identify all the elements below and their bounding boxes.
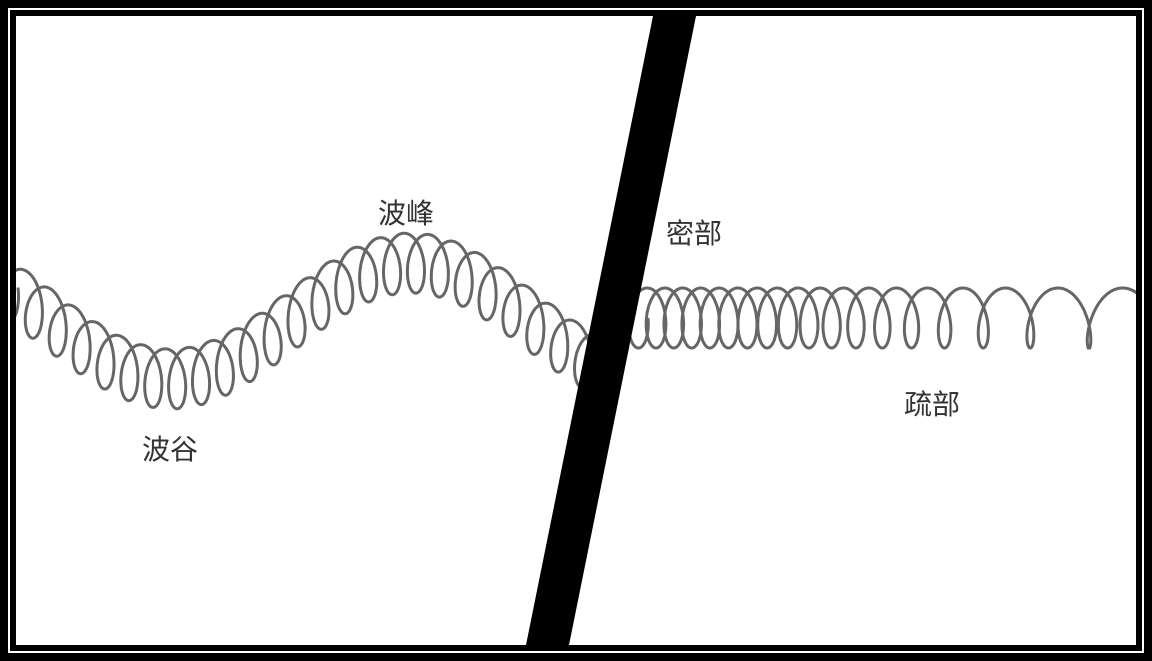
diagram-canvas: 波峰 波谷 密部 疏部: [16, 16, 1136, 645]
trough-label: 波谷: [142, 433, 198, 466]
wave-diagram: 波峰 波谷 密部 疏部: [16, 16, 1136, 645]
crest-label: 波峰: [378, 197, 434, 230]
transverse-coil: [16, 231, 617, 411]
rarefaction-label: 疏部: [904, 388, 960, 421]
diagonal-divider: [526, 16, 696, 645]
transverse-wave-spring: [16, 231, 617, 411]
compression-label: 密部: [666, 217, 722, 250]
longitudinal-coil: [627, 286, 1136, 350]
longitudinal-wave-spring: [627, 286, 1136, 350]
